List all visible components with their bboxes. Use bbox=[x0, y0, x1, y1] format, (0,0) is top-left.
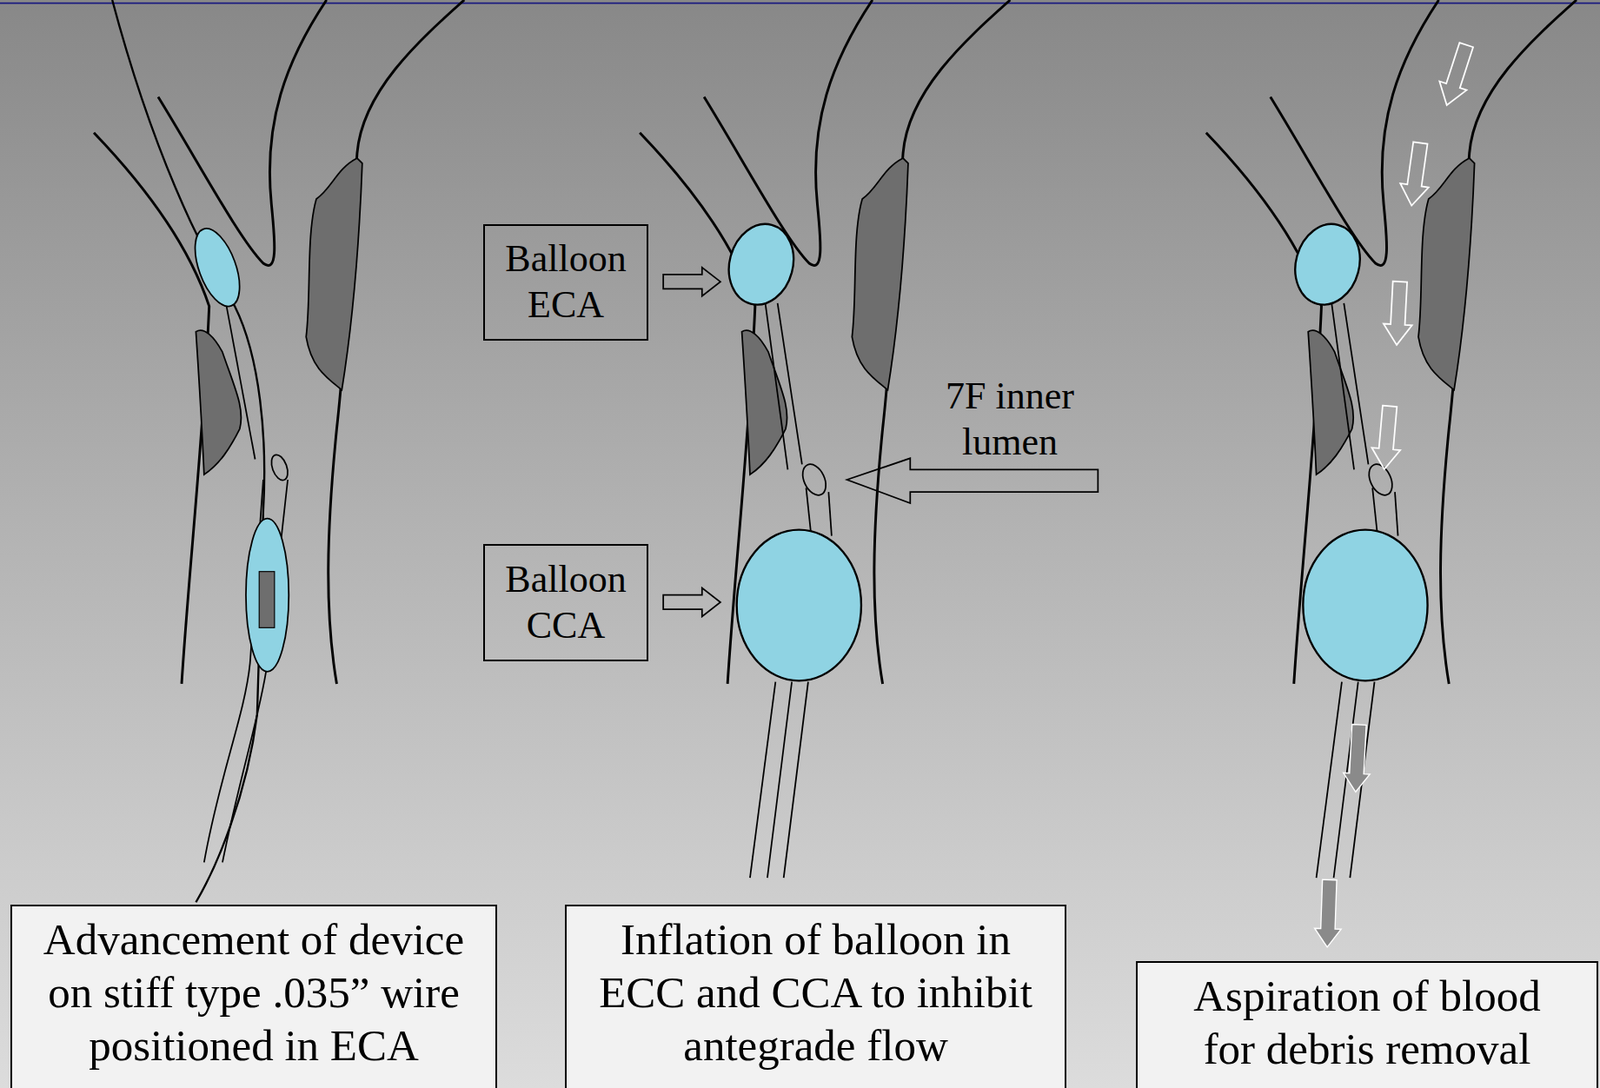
box-text: Balloon ECA bbox=[490, 236, 642, 329]
callout-label: 7F inner lumen bbox=[918, 373, 1102, 466]
box-text: Inflation of balloon in ECC and CCA to i… bbox=[573, 913, 1058, 1074]
caption-box: Aspiration of blood for debris removal bbox=[1135, 961, 1599, 1088]
label-box: Balloon ECA bbox=[483, 224, 649, 341]
box-text: Balloon CCA bbox=[490, 557, 642, 650]
box-text: Aspiration of blood for debris removal bbox=[1167, 969, 1567, 1076]
caption-box: Advancement of device on stiff type .035… bbox=[10, 904, 498, 1088]
label-box: Balloon CCA bbox=[483, 544, 649, 662]
caption-box: Inflation of balloon in ECC and CCA to i… bbox=[564, 904, 1067, 1088]
box-text: Advancement of device on stiff type .035… bbox=[19, 913, 489, 1074]
